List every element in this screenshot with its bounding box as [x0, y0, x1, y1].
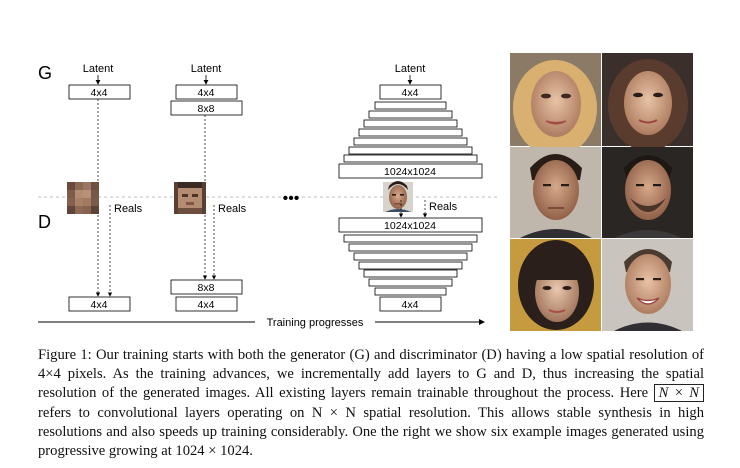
g-block-1024-col3-label: 1024x1024: [384, 166, 436, 178]
sample-image-8x8: [174, 182, 206, 214]
generated-faces-grid: [510, 53, 693, 331]
generated-face-3: [510, 147, 601, 238]
generated-face-5: [510, 239, 601, 331]
d-block-4x4-col1-label: 4x4: [91, 299, 108, 311]
latent-label-1: Latent: [83, 63, 114, 75]
g-block-4x4-col3: [379, 84, 442, 100]
g-block-4x4-col2: [175, 84, 238, 100]
g-block-8x8-col2-label: 8x8: [198, 103, 215, 115]
reals-label-1: Reals: [114, 203, 143, 215]
g-block-8x8-col2: [170, 100, 243, 116]
d-block-4x4-col1: [68, 296, 131, 312]
generator-label: G: [38, 63, 52, 83]
g-intermediate-blocks: [343, 101, 478, 163]
g-block-4x4-col1-label: 4x4: [91, 87, 108, 99]
d-block-1024-col3: [338, 217, 483, 233]
reals-label-3: Reals: [429, 201, 458, 213]
g-block-4x4-col2-label: 4x4: [198, 87, 215, 99]
generated-face-2: [602, 53, 693, 151]
d-block-4x4-col3: [379, 296, 442, 312]
sample-image-4x4: [67, 182, 99, 214]
generated-face-1: [510, 53, 601, 156]
d-block-4x4-col2-label: 4x4: [198, 299, 215, 311]
g-block-1024-col3: [338, 163, 483, 179]
caption-text-part1: Figure 1: Our training starts with both …: [38, 347, 704, 402]
reals-label-2: Reals: [218, 203, 247, 215]
d-block-1024-col3-label: 1024x1024: [384, 220, 436, 232]
generated-face-4: [602, 147, 693, 238]
sample-image-1024: [383, 181, 413, 212]
training-progress-label: Training progresses: [267, 317, 364, 329]
g-block-4x4-col3-label: 4x4: [402, 87, 419, 99]
d-block-8x8-col2-label: 8x8: [198, 282, 215, 294]
ellipsis: •••: [283, 190, 300, 207]
latent-label-2: Latent: [191, 63, 222, 75]
discriminator-label: D: [38, 212, 51, 232]
d-block-8x8-col2: [170, 279, 243, 295]
d-block-4x4-col3-label: 4x4: [402, 299, 419, 311]
progressive-growing-diagram: G D Latent 4x4 Reals 4x4 Latent 4x4 8x8 …: [38, 53, 693, 331]
d-block-4x4-col2: [175, 296, 238, 312]
nxn-layer-box: N × N: [653, 384, 704, 403]
latent-label-3: Latent: [395, 63, 426, 75]
figure-caption: Figure 1: Our training starts with both …: [38, 346, 704, 461]
g-block-4x4-col1: [68, 84, 131, 100]
generated-face-6: [602, 239, 693, 331]
d-intermediate-blocks: [343, 234, 478, 296]
caption-text-part2: refers to convolutional layers operating…: [38, 404, 704, 460]
